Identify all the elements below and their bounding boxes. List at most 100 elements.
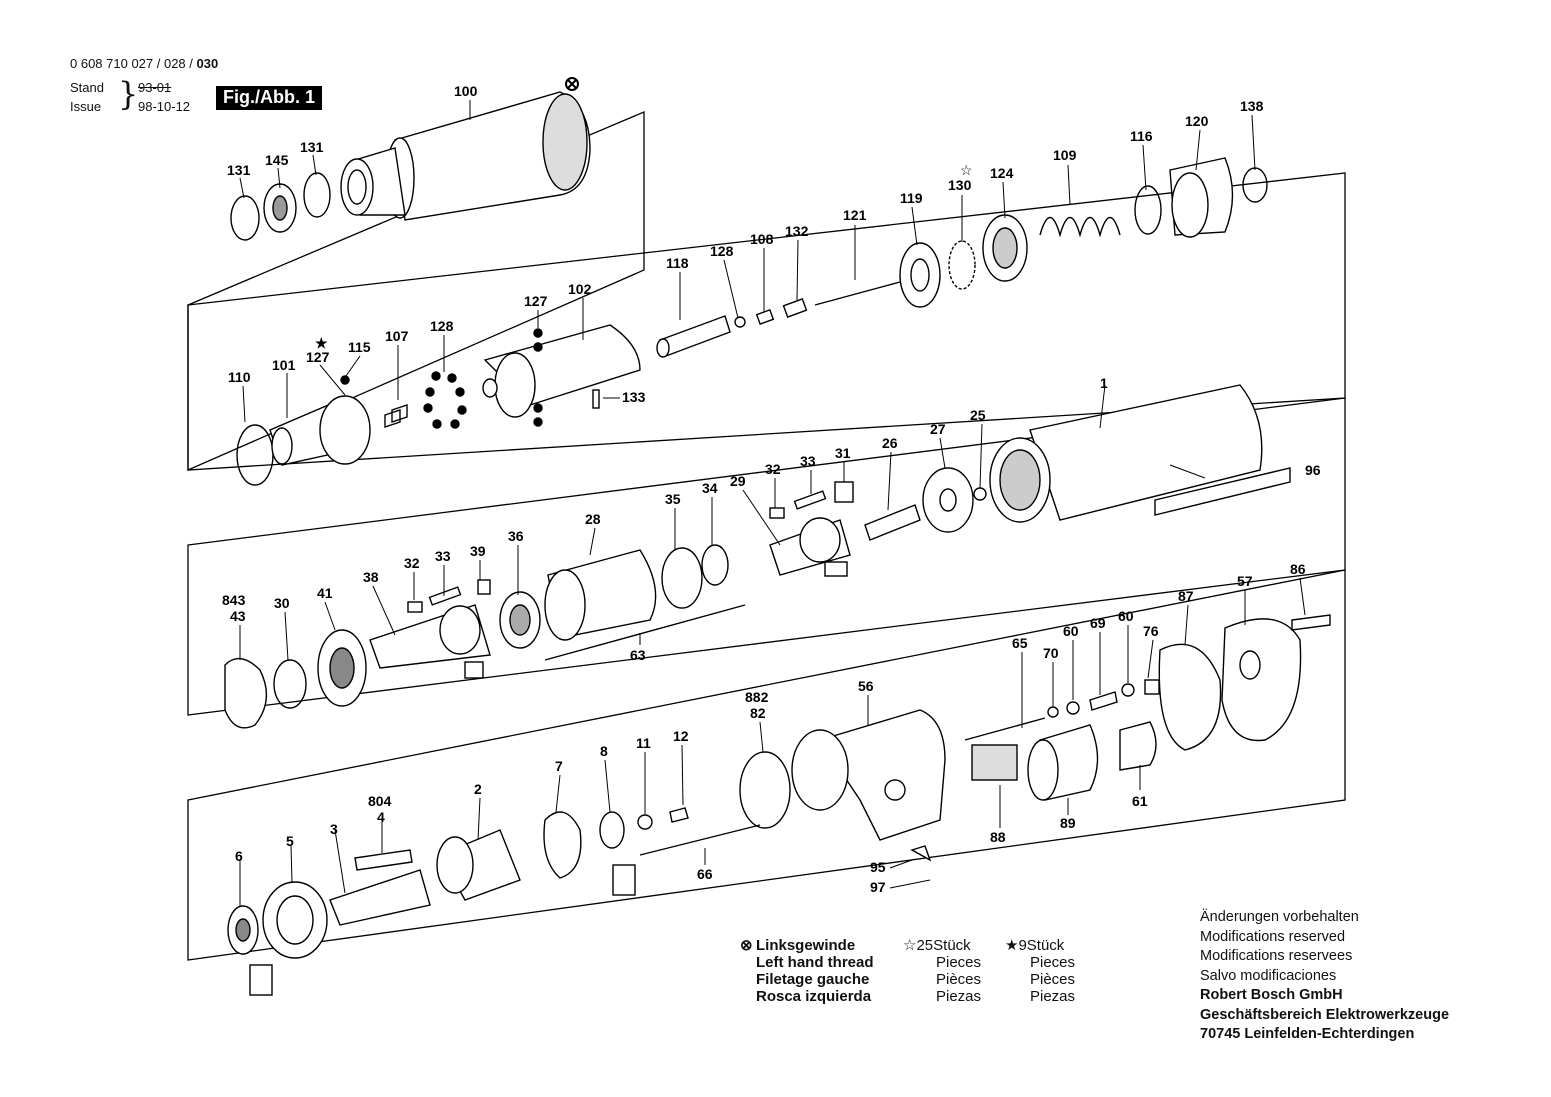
part-label: 56	[858, 678, 874, 694]
part-label: 3	[330, 821, 338, 837]
part-label: 34	[702, 480, 718, 496]
part-label: 28	[585, 511, 601, 527]
part-label: 32	[404, 555, 420, 571]
part-label: 5	[286, 833, 294, 849]
legend-line: Filetage gauche	[756, 971, 870, 988]
legend-line: Stück	[1026, 937, 1065, 954]
issue-label: Issue	[70, 99, 102, 114]
legend-line: Pieces	[1030, 954, 1076, 971]
filled-star-icon: ★	[315, 335, 328, 351]
part-label: 131	[227, 162, 251, 178]
filled-star-icon: ★	[1005, 937, 1019, 954]
part-label: 119	[900, 190, 923, 206]
part-label: 7	[555, 758, 563, 774]
part-label: 97	[870, 879, 886, 895]
legend-line: Piezas	[936, 988, 982, 1005]
part-label: 30	[274, 595, 290, 611]
company-name: Robert Bosch GmbH	[1200, 987, 1343, 1003]
part-label: 131	[300, 139, 324, 155]
leader-lines	[239, 100, 1306, 907]
part-label: 27	[930, 421, 946, 437]
part-label: 33	[800, 453, 816, 469]
part-label: 88	[990, 829, 1006, 845]
open-star-icon: ☆	[960, 162, 973, 178]
legend-line: Pièces	[936, 971, 982, 988]
part-label: 29	[730, 473, 746, 489]
part-label: 138	[1240, 98, 1264, 114]
legend-line: Pièces	[1030, 971, 1076, 988]
footer-line: Modifications reservees	[1200, 948, 1353, 964]
legend-9-pieces: ★9Stück Pieces Pièces Piezas	[1005, 937, 1075, 1005]
part-label: 882	[745, 689, 769, 705]
part-label: 38	[363, 569, 379, 585]
issue-value: 98-10-12	[138, 99, 191, 114]
part-label: 32	[765, 461, 781, 477]
part-label: 109	[1053, 147, 1077, 163]
part-label: 66	[697, 866, 713, 882]
legend-25-pieces: ☆25Stück Pieces Pièces Piezas	[903, 937, 981, 1005]
legend-count: 25	[916, 937, 934, 954]
company-division: Geschäftsbereich Elektrowerkzeuge	[1200, 1006, 1450, 1023]
part-label: 35	[665, 491, 681, 507]
circled-cross-icon	[565, 77, 579, 91]
legend-line: Stück	[933, 937, 971, 954]
part-label: 121	[843, 207, 867, 223]
part-label: 89	[1060, 815, 1076, 831]
housing-100-group	[230, 91, 591, 241]
footer-line: Änderungen vorbehalten	[1200, 909, 1359, 925]
part-label: 76	[1143, 623, 1159, 639]
part-label: 2	[474, 781, 482, 797]
part-label: 95	[870, 859, 886, 875]
legend-line: Left hand thread	[756, 954, 874, 971]
legend-count: 9	[1018, 937, 1027, 954]
part-label: 87	[1178, 588, 1194, 604]
part-label: 128	[430, 318, 454, 334]
part-numbers: 0 608 710 027 / 028 /	[70, 56, 193, 71]
part-label: 110	[228, 369, 251, 385]
part-label: 127	[524, 293, 548, 309]
part-label: 26	[882, 435, 898, 451]
part-label: 127	[306, 349, 330, 365]
part-label: 63	[630, 647, 646, 663]
part-label: 43	[230, 608, 246, 624]
part-label: 100	[454, 83, 478, 99]
part-label: 145	[265, 152, 289, 168]
part-label: 60	[1063, 623, 1079, 639]
part-label: 115	[348, 339, 371, 355]
part-label: 108	[750, 231, 774, 247]
part-label: 31	[835, 445, 851, 461]
part-label: 4	[377, 809, 385, 825]
part-number-bold: 030	[196, 56, 219, 71]
part-label: 124	[990, 165, 1014, 181]
stand-label: Stand	[70, 80, 104, 95]
row4-parts	[227, 614, 1331, 996]
legend-line: Pieces	[936, 954, 982, 971]
footer-line: Salvo modificaciones	[1200, 967, 1337, 984]
part-label: 82	[750, 705, 766, 721]
part-label: 96	[1305, 462, 1321, 478]
part-label: 120	[1185, 113, 1209, 129]
part-label: 25	[970, 407, 986, 423]
part-label: 133	[622, 389, 646, 405]
part-label: 116	[1130, 128, 1153, 144]
row1-right-parts	[656, 157, 1268, 358]
part-label: 6	[235, 848, 243, 864]
circled-cross-icon: ⊗	[740, 937, 753, 954]
part-label: 33	[435, 548, 451, 564]
part-label: 11	[636, 735, 651, 751]
part-label: 843	[222, 592, 246, 608]
part-label: 8	[600, 743, 608, 759]
figure-label: Fig./Abb. 1	[216, 86, 322, 110]
row2-parts	[236, 324, 641, 486]
part-label: 130	[948, 177, 972, 193]
part-label: 118	[666, 255, 689, 271]
row3-parts	[224, 384, 1291, 729]
part-labels: 100 131 145 131 138 120 116 109 124 130 …	[222, 83, 1321, 895]
legend-left-thread: ⊗ Linksgewinde Left hand thread Filetage…	[740, 937, 874, 1005]
row-frame-4	[187, 569, 1346, 961]
part-label: 57	[1237, 573, 1253, 589]
part-label: 804	[368, 793, 392, 809]
part-label: 41	[317, 585, 333, 601]
part-label: 1	[1100, 375, 1108, 391]
